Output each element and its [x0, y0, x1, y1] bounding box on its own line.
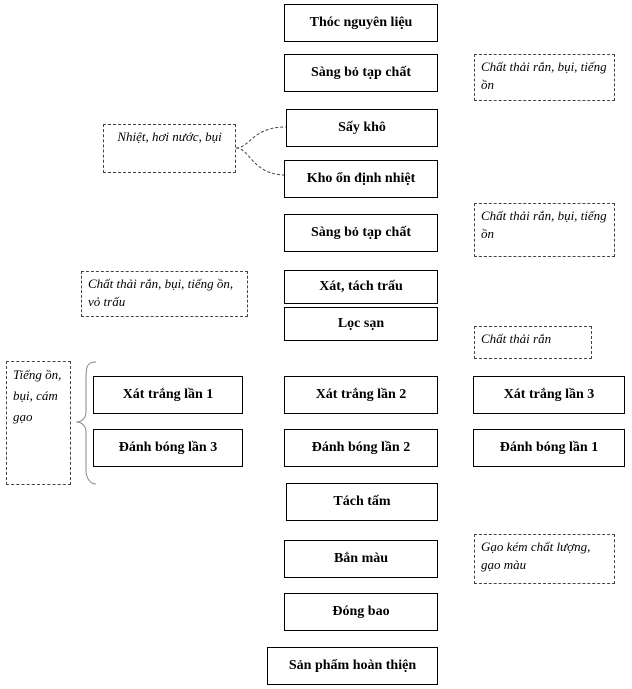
cleaning-step-1: Sàng bỏ tạp chất	[284, 54, 438, 92]
drying-step: Sấy khô	[286, 109, 438, 147]
bagging-step: Đóng bao	[284, 593, 438, 631]
polishing-step-3: Đánh bóng lần 3	[93, 429, 243, 467]
destoning-waste-note: Chất thải rắn	[474, 326, 592, 359]
whitening-step-1: Xát trắng lần 1	[93, 376, 243, 414]
husking-step: Xát, tách trấu	[284, 270, 438, 304]
drying-emissions-note: Nhiệt, hơi nước, bụi	[103, 124, 236, 173]
color-sorting-step: Bắn màu	[284, 540, 438, 578]
cleaning-2-waste-note: Chất thải rắn, bụi, tiếng ồn	[474, 203, 615, 257]
whitening-waste-note: Tiếng ồn, bụi, cám gạo	[6, 361, 71, 485]
whitening-step-3: Xát trắng lần 3	[473, 376, 625, 414]
storage-emissions-connector	[235, 147, 287, 176]
storage-step: Kho ổn định nhiệt	[284, 160, 438, 198]
polishing-step-1: Đánh bóng lần 1	[473, 429, 625, 467]
final-product-step: Sản phẩm hoàn thiện	[267, 647, 438, 685]
cleaning-step-2: Sàng bỏ tạp chất	[284, 214, 438, 252]
cleaning-1-waste-note: Chất thải rắn, bụi, tiếng ồn	[474, 54, 615, 101]
drying-emissions-connector	[235, 126, 287, 149]
destoning-step: Lọc sạn	[284, 307, 438, 341]
whitening-step-2: Xát trắng lần 2	[284, 376, 438, 414]
raw-paddy-step: Thóc nguyên liệu	[284, 4, 438, 42]
color-sorting-waste-note: Gạo kém chất lượng, gạo màu	[474, 534, 615, 584]
broken-rice-separation-step: Tách tấm	[286, 483, 438, 521]
polishing-step-2: Đánh bóng lần 2	[284, 429, 438, 467]
husking-waste-note: Chất thải rắn, bụi, tiếng ồn, vỏ trấu	[81, 271, 248, 317]
